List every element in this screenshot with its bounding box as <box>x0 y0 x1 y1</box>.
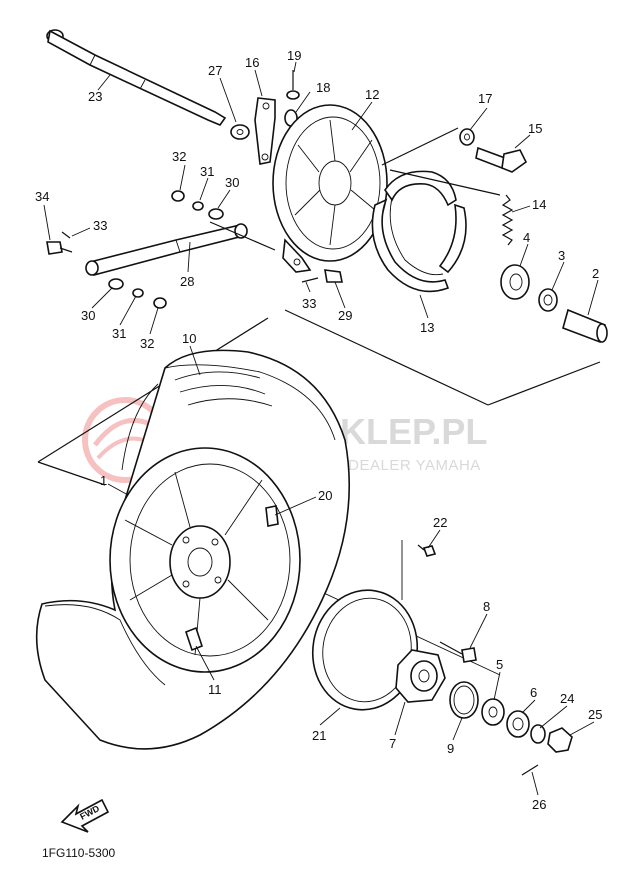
callout-30-top: 30 <box>225 175 239 190</box>
nut-32-bottom <box>153 297 167 309</box>
wheel-rim <box>109 447 301 673</box>
callout-12: 12 <box>365 87 379 102</box>
bearing-5 <box>481 698 505 726</box>
callout-16: 16 <box>245 55 259 70</box>
callout-3: 3 <box>558 248 565 263</box>
cotter-pin-26 <box>521 764 539 776</box>
callout-33-right: 33 <box>302 296 316 311</box>
bolt-34 <box>46 241 73 255</box>
axle-nut-25 <box>547 727 573 753</box>
callout-22: 22 <box>433 515 447 530</box>
bolt-8 <box>439 641 477 663</box>
cotter-pin-33-right <box>301 277 319 283</box>
bearing-4 <box>500 264 530 300</box>
bolt-29 <box>324 269 343 283</box>
callout-30-bottom: 30 <box>81 308 95 323</box>
shoe-spring-14 <box>501 194 514 246</box>
callout-28: 28 <box>180 274 194 289</box>
oil-seal-6 <box>506 710 530 738</box>
oil-seal-3 <box>538 288 558 312</box>
callout-leaders <box>43 61 599 796</box>
valve-11 <box>185 626 203 652</box>
damper-20 <box>265 505 279 527</box>
callout-15: 15 <box>528 121 542 136</box>
camshaft-lever-16 <box>254 97 276 165</box>
bolt-19 <box>286 70 300 100</box>
callout-27: 27 <box>208 63 222 78</box>
callout-20: 20 <box>318 488 332 503</box>
nut-32-top <box>171 190 185 202</box>
callout-23: 23 <box>88 89 102 104</box>
callout-31-bottom: 31 <box>112 326 126 341</box>
brake-shoes <box>371 170 467 293</box>
lock-washer-31-top <box>192 201 204 211</box>
callout-13: 13 <box>420 320 434 335</box>
camshaft-15 <box>475 146 528 173</box>
tension-bar-28 <box>85 223 248 276</box>
brake-shoe-plate <box>272 104 388 273</box>
callout-29: 29 <box>338 308 352 323</box>
o-ring-9 <box>449 681 479 719</box>
callout-10: 10 <box>182 331 196 346</box>
callout-2: 2 <box>592 266 599 281</box>
callout-5: 5 <box>496 657 503 672</box>
callout-14: 14 <box>532 197 546 212</box>
diagram-code: 1FG110-5300 <box>42 846 115 860</box>
axle <box>46 29 227 126</box>
collar-2 <box>562 308 608 344</box>
cotter-pin-33-left <box>61 231 71 239</box>
callout-32-top: 32 <box>172 149 186 164</box>
callout-4: 4 <box>523 230 530 245</box>
callout-21: 21 <box>312 728 326 743</box>
callout-32-bottom: 32 <box>140 336 154 351</box>
fwd-arrow: FWD <box>60 798 110 833</box>
callout-8: 8 <box>483 599 490 614</box>
collar-24 <box>530 724 546 744</box>
callout-18: 18 <box>316 80 330 95</box>
callout-19: 19 <box>287 48 301 63</box>
collar-27 <box>230 124 250 140</box>
callout-7: 7 <box>389 736 396 751</box>
callout-24: 24 <box>560 691 574 706</box>
lock-washer-31-bottom <box>132 288 144 298</box>
callout-26: 26 <box>532 797 546 812</box>
washer-30-bottom <box>108 278 124 290</box>
callout-9: 9 <box>447 741 454 756</box>
callout-31-top: 31 <box>200 164 214 179</box>
callout-11: 11 <box>208 682 222 697</box>
callout-17: 17 <box>478 91 492 106</box>
callout-33-left: 33 <box>93 218 107 233</box>
callout-34: 34 <box>35 189 49 204</box>
callout-25: 25 <box>588 707 602 722</box>
bolt-22 <box>417 544 437 557</box>
callout-6: 6 <box>530 685 537 700</box>
callout-numbers: 23 27 16 19 18 12 17 15 14 4 3 2 32 31 3… <box>35 48 602 812</box>
washer-30-top <box>208 208 224 220</box>
sprocket-hub-7 <box>395 649 446 703</box>
callout-1: 1 <box>100 473 107 488</box>
washer-17 <box>459 128 475 146</box>
